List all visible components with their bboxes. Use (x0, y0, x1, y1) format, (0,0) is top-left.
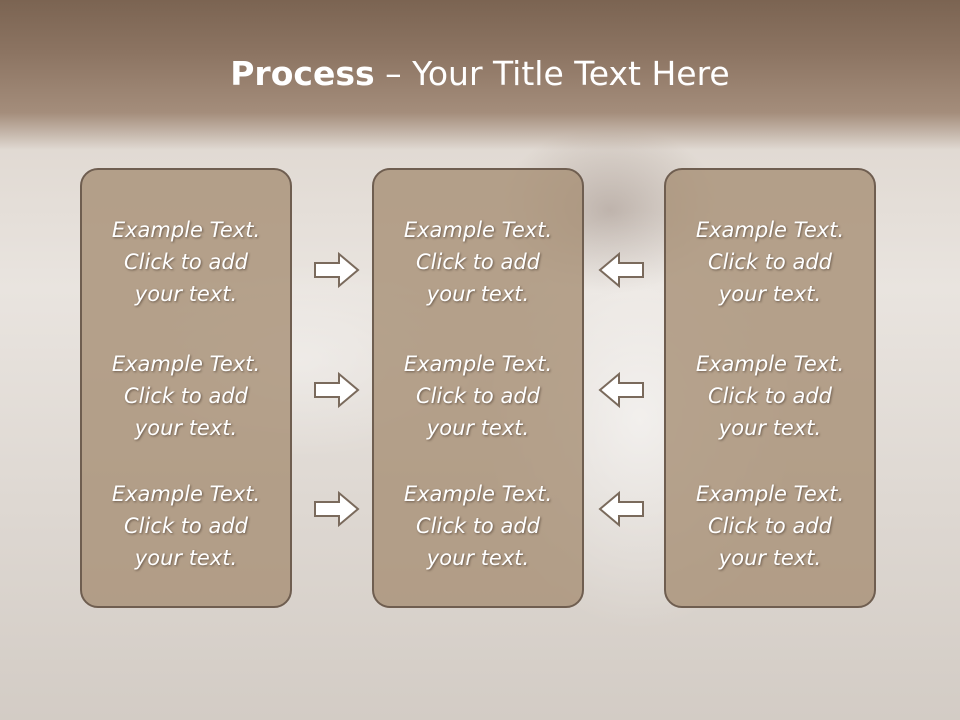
arrow-right-icon (314, 371, 360, 409)
text-line: your text. (134, 416, 238, 440)
text-block[interactable]: Example Text. Click to add your text. (82, 478, 290, 574)
text-line: your text. (718, 282, 822, 306)
arrow-left-icon (598, 371, 644, 409)
text-block[interactable]: Example Text. Click to add your text. (374, 348, 582, 444)
left-process-box[interactable]: Example Text. Click to add your text. Ex… (80, 168, 292, 608)
text-block[interactable]: Example Text. Click to add your text. (666, 348, 874, 444)
text-line: your text. (134, 282, 238, 306)
text-block[interactable]: Example Text. Click to add your text. (666, 478, 874, 574)
text-line: Example Text. (111, 218, 261, 242)
text-line: Click to add (415, 514, 540, 538)
text-block[interactable]: Example Text. Click to add your text. (82, 214, 290, 310)
text-line: Click to add (123, 384, 248, 408)
text-line: Click to add (707, 250, 832, 274)
text-block[interactable]: Example Text. Click to add your text. (374, 478, 582, 574)
text-line: Example Text. (695, 352, 845, 376)
header-band (0, 0, 960, 150)
text-line: Example Text. (695, 218, 845, 242)
arrow-left-icon (598, 490, 644, 528)
right-process-box[interactable]: Example Text. Click to add your text. Ex… (664, 168, 876, 608)
arrow-left-icon (598, 251, 644, 289)
text-line: your text. (718, 546, 822, 570)
arrow-right-icon (314, 251, 360, 289)
text-line: Click to add (123, 514, 248, 538)
text-line: Example Text. (111, 352, 261, 376)
text-block[interactable]: Example Text. Click to add your text. (374, 214, 582, 310)
center-process-box[interactable]: Example Text. Click to add your text. Ex… (372, 168, 584, 608)
text-line: Example Text. (111, 482, 261, 506)
slide-title[interactable]: Process – Your Title Text Here (0, 52, 960, 96)
title-bold: Process (230, 54, 375, 93)
text-block[interactable]: Example Text. Click to add your text. (666, 214, 874, 310)
text-line: Example Text. (403, 218, 553, 242)
text-block[interactable]: Example Text. Click to add your text. (82, 348, 290, 444)
text-line: Click to add (415, 250, 540, 274)
text-line: Click to add (707, 384, 832, 408)
text-line: your text. (718, 416, 822, 440)
text-line: your text. (426, 416, 530, 440)
text-line: Click to add (123, 250, 248, 274)
text-line: Example Text. (403, 482, 553, 506)
text-line: Example Text. (695, 482, 845, 506)
text-line: your text. (134, 546, 238, 570)
text-line: Click to add (707, 514, 832, 538)
arrow-right-icon (314, 490, 360, 528)
text-line: your text. (426, 546, 530, 570)
text-line: Click to add (415, 384, 540, 408)
title-rest: – Your Title Text Here (374, 54, 730, 93)
text-line: Example Text. (403, 352, 553, 376)
text-line: your text. (426, 282, 530, 306)
